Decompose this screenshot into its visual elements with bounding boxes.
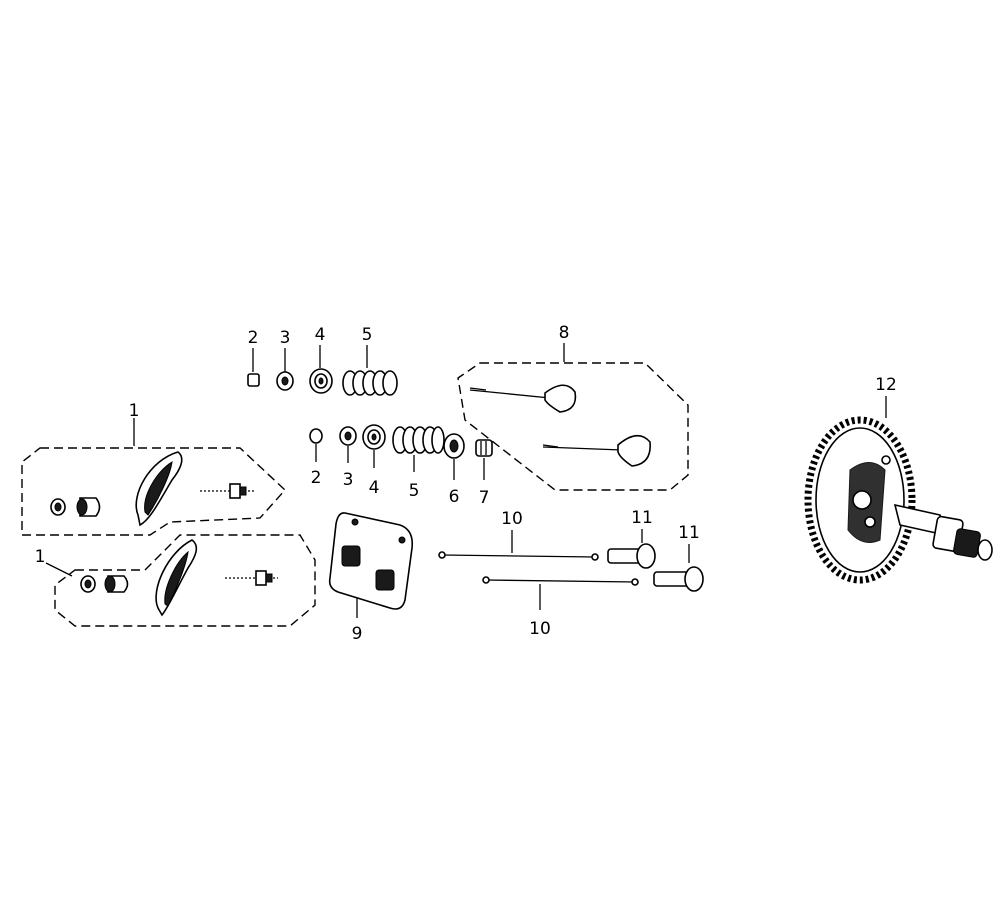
- callout-1-lower: 1: [35, 547, 46, 567]
- valve-retainer-icon: [276, 371, 294, 391]
- stud-bolt-icon: [200, 483, 255, 499]
- callout-8: 8: [559, 323, 570, 343]
- adjuster-nut-icon: [80, 575, 129, 593]
- callout-5-bottom: 5: [409, 481, 420, 501]
- stud-bolt-icon: [225, 570, 278, 586]
- rocker-arm-icon: [135, 451, 183, 527]
- push-rod-icon: [482, 576, 639, 586]
- valve-cotter-icon: [309, 428, 323, 444]
- callout-9: 9: [352, 624, 363, 644]
- valve-icon: [542, 434, 651, 467]
- callout-2-bottom: 2: [311, 468, 322, 488]
- rocker-arm-assembly-upper: [21, 418, 286, 536]
- tappet-icon: [653, 566, 704, 592]
- callout-3-top: 3: [280, 328, 291, 348]
- guide-plate-icon: [328, 512, 414, 610]
- spring-seat-icon: [309, 368, 333, 394]
- spring-seat-icon: [362, 424, 386, 450]
- tappet-icon: [607, 543, 656, 569]
- callout-2-top: 2: [248, 328, 259, 348]
- callout-5-top: 5: [362, 325, 373, 345]
- callout-10-top: 10: [501, 509, 523, 529]
- rocker-arm-icon: [155, 539, 198, 617]
- rocker-arm-assembly-lower: [45, 534, 316, 627]
- camshaft-gear-icon: [804, 416, 993, 584]
- callout-3-bottom: 3: [343, 470, 354, 490]
- callout-4-top: 4: [315, 325, 326, 345]
- callout-12: 12: [875, 375, 897, 395]
- push-rod-icon: [438, 551, 599, 561]
- valve-cotter-icon: [247, 373, 260, 387]
- valve-spring-icon: [392, 426, 445, 454]
- callout-6: 6: [449, 487, 460, 507]
- valve-guide-icon: [475, 439, 493, 457]
- valve-seal-icon: [443, 433, 465, 459]
- callout-11-bottom: 11: [678, 523, 700, 543]
- valve-spring-icon: [342, 370, 398, 396]
- adjuster-nut-icon: [50, 497, 101, 517]
- callout-7: 7: [479, 488, 490, 508]
- valve-icon: [469, 384, 577, 413]
- callout-11-top: 11: [631, 508, 653, 528]
- callout-4-bottom: 4: [369, 478, 380, 498]
- callout-10-bottom: 10: [529, 619, 551, 639]
- valve-retainer-icon: [339, 426, 357, 446]
- callout-1-upper: 1: [129, 401, 140, 421]
